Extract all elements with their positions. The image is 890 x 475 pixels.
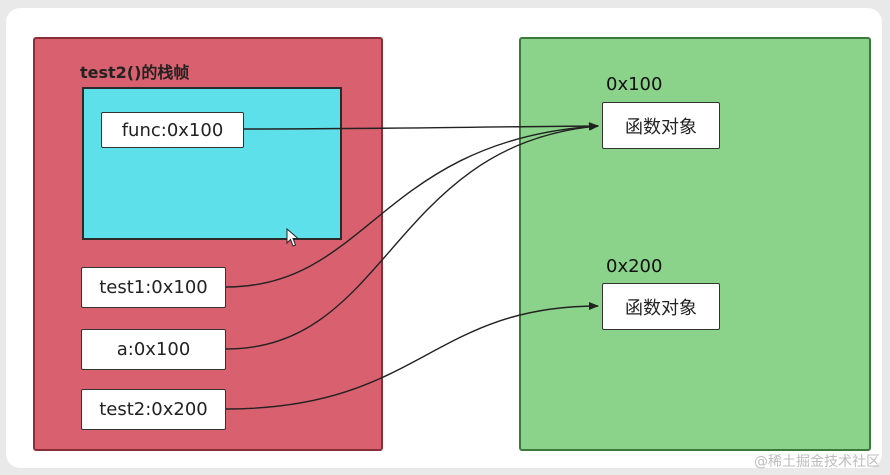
var-test1: test1:0x100: [81, 267, 226, 308]
stack-frame-title: test2()的栈帧: [80, 63, 190, 82]
var-func: func:0x100: [101, 112, 244, 148]
heap-address-0x100: 0x100: [606, 74, 663, 95]
watermark: @稀土掘金技术社区: [754, 454, 880, 470]
heap-object-0x200: 函数对象: [602, 283, 720, 330]
arrow-test1-to-0x100: [225, 122, 599, 288]
arrow-a-to-0x100: [225, 122, 599, 350]
var-a: a:0x100: [81, 329, 226, 370]
mouse-cursor-icon: [286, 228, 300, 247]
arrow-test2-to-0x200: [225, 302, 599, 410]
arrow-func-to-0x100: [243, 122, 599, 131]
heap-object-0x100: 函数对象: [602, 102, 720, 149]
var-test2: test2:0x200: [81, 389, 226, 430]
heap-address-0x200: 0x200: [606, 256, 663, 277]
